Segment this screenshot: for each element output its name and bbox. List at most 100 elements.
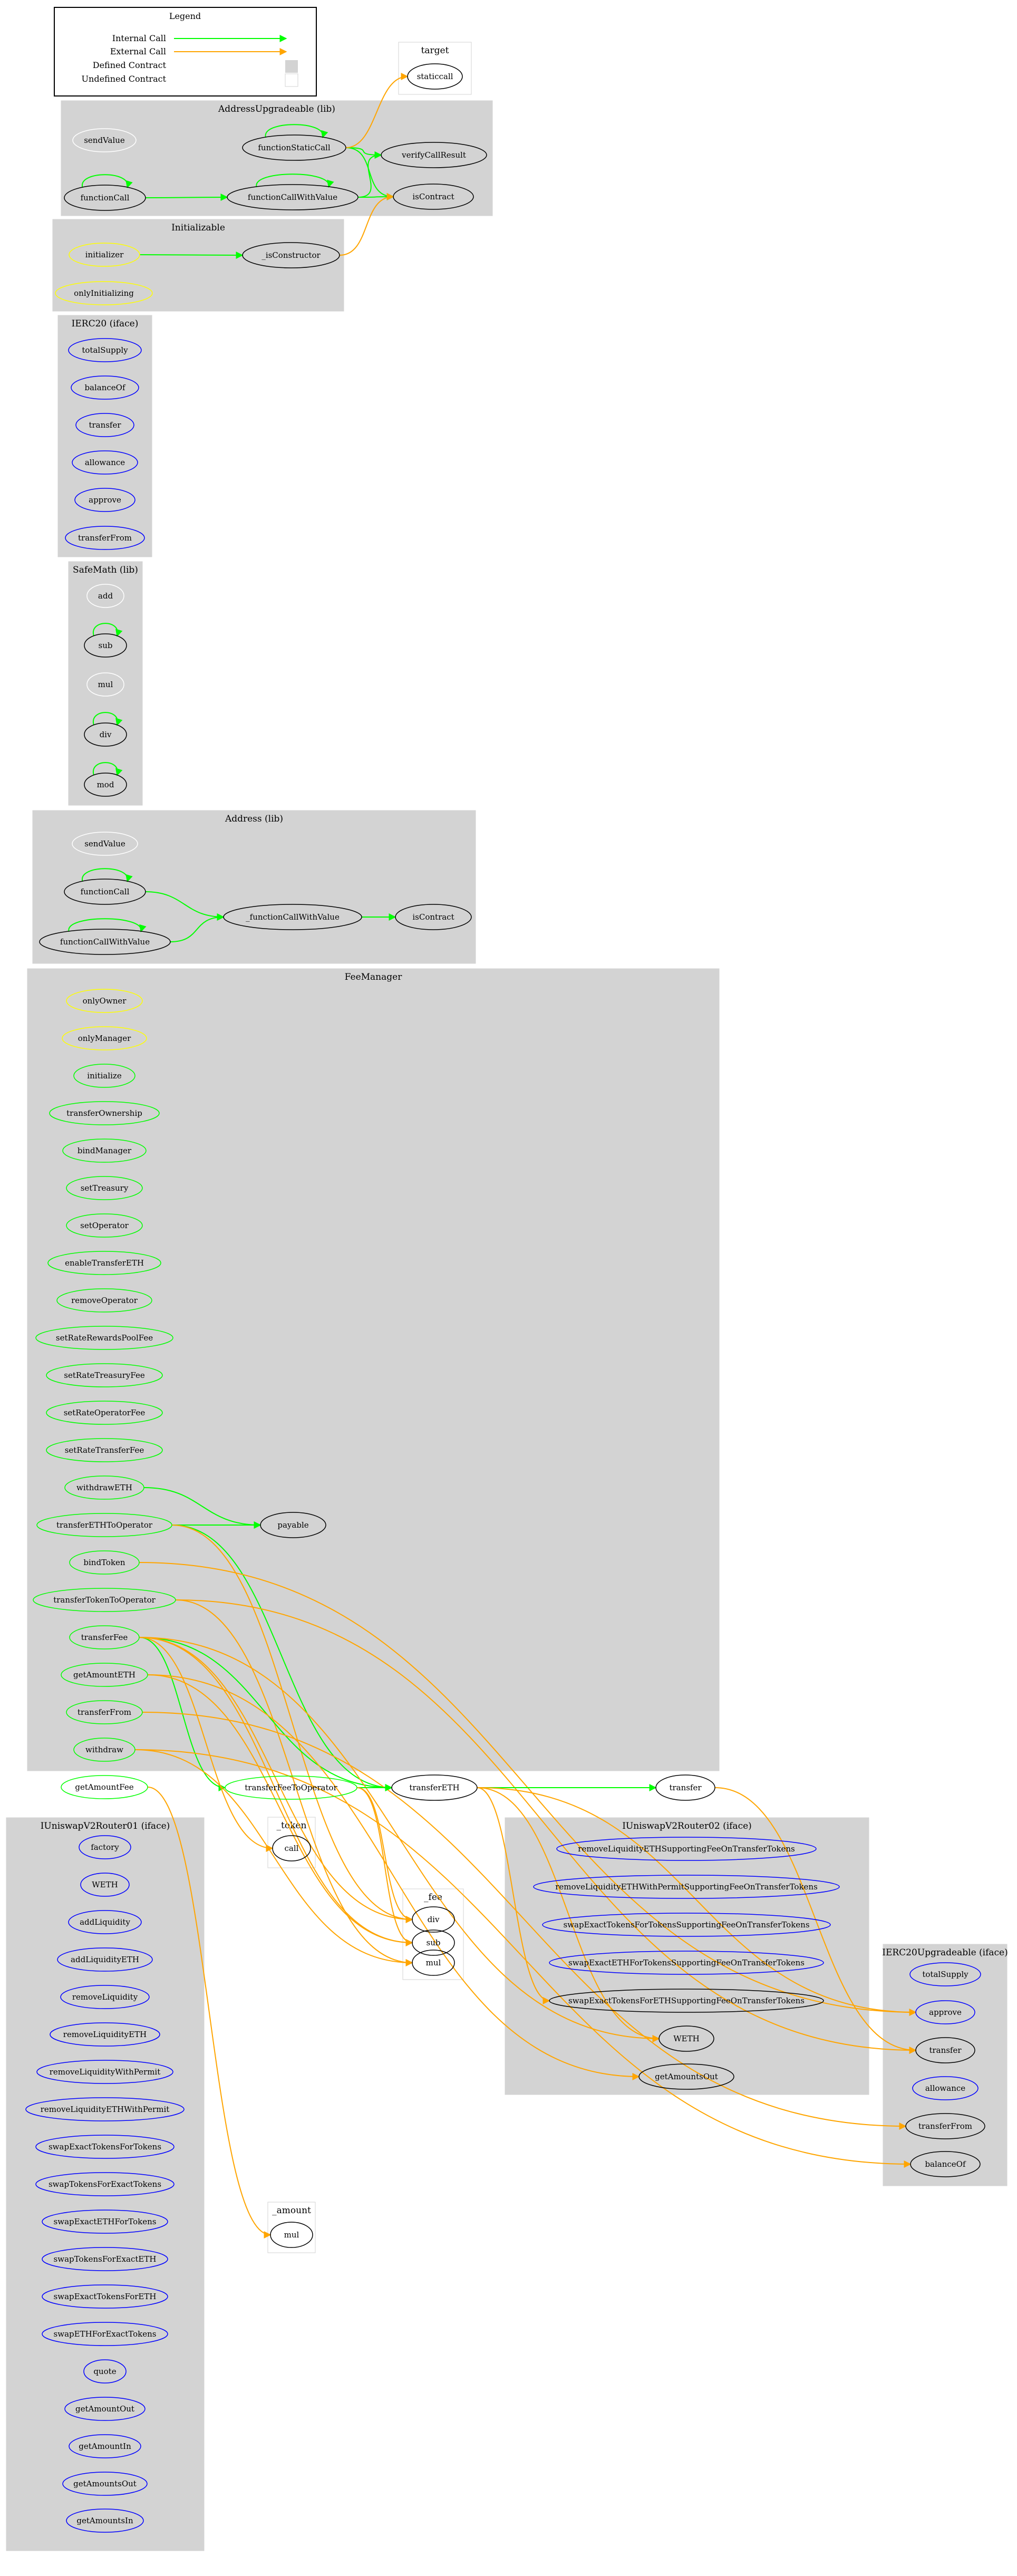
node-fm_bindToken[interactable]: bindToken: [69, 1550, 140, 1575]
node-r1_getAmountOut[interactable]: getAmountOut: [64, 2397, 146, 2421]
node-ad_isContract[interactable]: isContract: [395, 904, 472, 930]
node-fe_mul[interactable]: mul: [412, 1950, 455, 1976]
node-au_verifyCallResult[interactable]: verifyCallResult: [381, 142, 487, 168]
node-r1_removeLiquidity[interactable]: removeLiquidity: [60, 1985, 150, 2009]
node-ie_transfer[interactable]: transfer: [75, 413, 134, 437]
node-r1_addLiquidityETH[interactable]: addLiquidityETH: [57, 1947, 153, 1972]
node-r1_swapETHForExactTokens[interactable]: swapETHForExactTokens: [42, 2322, 168, 2346]
node-au_functionCallWithValue[interactable]: functionCallWithValue: [227, 184, 359, 210]
node-fm_onlyManager[interactable]: onlyManager: [62, 1026, 147, 1050]
node-iu_transferFrom[interactable]: transferFrom: [905, 2113, 985, 2139]
node-ie_approve[interactable]: approve: [74, 488, 135, 512]
node-iu_allowance[interactable]: allowance: [912, 2076, 979, 2100]
node-r1_swapExactTokensForETH[interactable]: swapExactTokensForETH: [42, 2284, 168, 2309]
node-fm_setTreasury[interactable]: setTreasury: [66, 1176, 143, 1200]
node-sm_div[interactable]: div: [84, 722, 127, 747]
node-fe_sub[interactable]: sub: [412, 1929, 455, 1956]
node-fm_initialize[interactable]: initialize: [73, 1064, 135, 1088]
node-iu_balanceOf[interactable]: balanceOf: [910, 2151, 981, 2177]
node-tk_call[interactable]: call: [272, 1835, 311, 1861]
node-r1_getAmountIn[interactable]: getAmountIn: [69, 2434, 141, 2458]
node-r1_swapExactETHForTokens[interactable]: swapExactETHForTokens: [42, 2210, 168, 2234]
node-au_isContract[interactable]: isContract: [393, 184, 474, 210]
node-r1_addLiquidity[interactable]: addLiquidity: [68, 1910, 142, 1934]
node-sm_add[interactable]: add: [86, 584, 124, 608]
node-fm_transferFee[interactable]: transferFee: [69, 1625, 140, 1649]
node-in_initializer[interactable]: initializer: [69, 243, 140, 267]
node-r2_getAmountsOut[interactable]: getAmountsOut: [638, 2063, 734, 2090]
node-label: transfer: [929, 2046, 962, 2055]
node-fm_transferETHToOperator[interactable]: transferETHToOperator: [36, 1513, 172, 1537]
node-r1_quote[interactable]: quote: [83, 2359, 127, 2384]
node-r2_removeLiquidityETHWithPermitSupportingFeeOnTransferTokens[interactable]: removeLiquidityETHWithPermitSupportingFe…: [533, 1875, 840, 1899]
node-r1_swapExactTokensForTokens[interactable]: swapExactTokensForTokens: [35, 2135, 175, 2159]
node-in_isConstructor[interactable]: _isConstructor: [242, 242, 340, 268]
node-fm_setRateTreasuryFee[interactable]: setRateTreasuryFee: [46, 1363, 163, 1387]
node-fm_transferETH[interactable]: transferETH: [391, 1774, 478, 1801]
node-ellipse: [69, 1550, 140, 1575]
node-r1_swapTokensForExactTokens[interactable]: swapTokensForExactTokens: [35, 2172, 175, 2196]
node-ellipse: [39, 929, 171, 955]
node-ad_functionCallWithValue2[interactable]: _functionCallWithValue: [223, 904, 362, 930]
node-au_functionCall[interactable]: functionCall: [64, 185, 146, 211]
node-ellipse: [227, 184, 359, 210]
node-sm_sub[interactable]: sub: [84, 633, 127, 658]
node-in_onlyInitializing[interactable]: onlyInitializing: [55, 281, 153, 305]
edge-au_functionCallWithValue-to-au_functionCallWithValue: [256, 173, 334, 188]
node-r1_getAmountsOut[interactable]: getAmountsOut: [62, 2472, 148, 2496]
node-r2_swapExactETHForTokensSupportingFeeOnTransferTokens[interactable]: swapExactETHForTokensSupportingFeeOnTran…: [549, 1951, 824, 1975]
node-r1_removeLiquidityETHWithPermit[interactable]: removeLiquidityETHWithPermit: [25, 2097, 185, 2121]
node-r1_removeLiquidityETH[interactable]: removeLiquidityETH: [50, 2022, 160, 2047]
node-fm_bindManager[interactable]: bindManager: [62, 1139, 147, 1163]
node-ie_allowance[interactable]: allowance: [72, 450, 138, 475]
node-fm_enableTransferETH[interactable]: enableTransferETH: [47, 1251, 161, 1275]
node-r2_removeLiquidityETHSupportingFeeOnTransferTokens[interactable]: removeLiquidityETHSupportingFeeOnTransfe…: [556, 1837, 817, 1861]
node-ellipse: [36, 2060, 173, 2084]
node-r1_removeLiquidityWithPermit[interactable]: removeLiquidityWithPermit: [36, 2060, 173, 2084]
node-fm_onlyOwner[interactable]: onlyOwner: [66, 989, 143, 1013]
node-ie_balanceOf[interactable]: balanceOf: [71, 375, 139, 400]
node-r1_factory[interactable]: factory: [79, 1835, 131, 1859]
node-r2_swapExactTokensForTokensSupportingFeeOnTransferTokens[interactable]: swapExactTokensForTokensSupportingFeeOnT…: [542, 1913, 831, 1937]
node-ellipse: [69, 1625, 140, 1649]
node-ellipse: [533, 1875, 840, 1899]
node-fm_transferOwnership[interactable]: transferOwnership: [49, 1101, 160, 1125]
node-iu_totalSupply[interactable]: totalSupply: [909, 1962, 981, 1986]
node-ad_sendValue[interactable]: sendValue: [72, 832, 138, 856]
node-fm_transferFrom[interactable]: transferFrom: [66, 1700, 143, 1724]
node-fm_withdraw[interactable]: withdraw: [73, 1738, 135, 1762]
node-fm_removeOperator[interactable]: removeOperator: [56, 1288, 152, 1313]
node-fm_withdrawETH[interactable]: withdrawETH: [64, 1475, 144, 1500]
edge-au_functionStaticCall-to-au_isContract: [345, 147, 394, 200]
node-ad_functionCallWithValue[interactable]: functionCallWithValue: [39, 929, 171, 955]
node-ad_functionCall[interactable]: functionCall: [64, 879, 146, 905]
node-r2_swapExactTokensForETHSupportingFeeOnTransferTokens[interactable]: swapExactTokensForETHSupportingFeeOnTran…: [549, 1989, 824, 2013]
node-ie_transferFrom[interactable]: transferFrom: [65, 526, 145, 550]
node-fm_setOperator[interactable]: setOperator: [66, 1213, 143, 1238]
node-fm_getAmountETH[interactable]: getAmountETH: [61, 1663, 148, 1687]
node-fe_div[interactable]: div: [412, 1906, 455, 1933]
node-am_mul[interactable]: mul: [270, 2222, 313, 2248]
node-fm_transferFeeToOperator[interactable]: transferFeeToOperator: [225, 1776, 357, 1800]
node-au_functionStaticCall[interactable]: functionStaticCall: [242, 134, 346, 161]
node-sm_mod[interactable]: mod: [84, 773, 127, 797]
node-iu_transfer[interactable]: transfer: [915, 2037, 975, 2063]
node-r1_getAmountsIn[interactable]: getAmountsIn: [66, 2509, 144, 2533]
node-fm_setRateRewardsPoolFee[interactable]: setRateRewardsPoolFee: [35, 1326, 173, 1350]
node-au_sendValue[interactable]: sendValue: [72, 128, 137, 152]
node-r1_WETH[interactable]: WETH: [80, 1873, 130, 1897]
node-ie_totalSupply[interactable]: totalSupply: [68, 338, 142, 362]
node-target_staticcall[interactable]: staticcall: [407, 63, 463, 90]
node-fm_setRateTransferFee[interactable]: setRateTransferFee: [46, 1438, 163, 1462]
node-fm_transferTokenToOperator[interactable]: transferTokenToOperator: [33, 1588, 176, 1612]
node-ellipse: [35, 2172, 175, 2196]
node-r2_WETH[interactable]: WETH: [658, 2025, 714, 2052]
node-iu_approve[interactable]: approve: [915, 2000, 975, 2024]
node-fm_getAmountFee[interactable]: getAmountFee: [61, 1775, 148, 1799]
node-ellipse: [62, 1026, 147, 1050]
node-r1_swapTokensForExactETH[interactable]: swapTokensForExactETH: [42, 2247, 168, 2271]
node-sm_mul[interactable]: mul: [86, 672, 124, 697]
node-fm_setRateOperatorFee[interactable]: setRateOperatorFee: [46, 1401, 163, 1425]
node-fm_transfer[interactable]: transfer: [655, 1774, 715, 1801]
node-fm_payable[interactable]: payable: [260, 1512, 326, 1538]
